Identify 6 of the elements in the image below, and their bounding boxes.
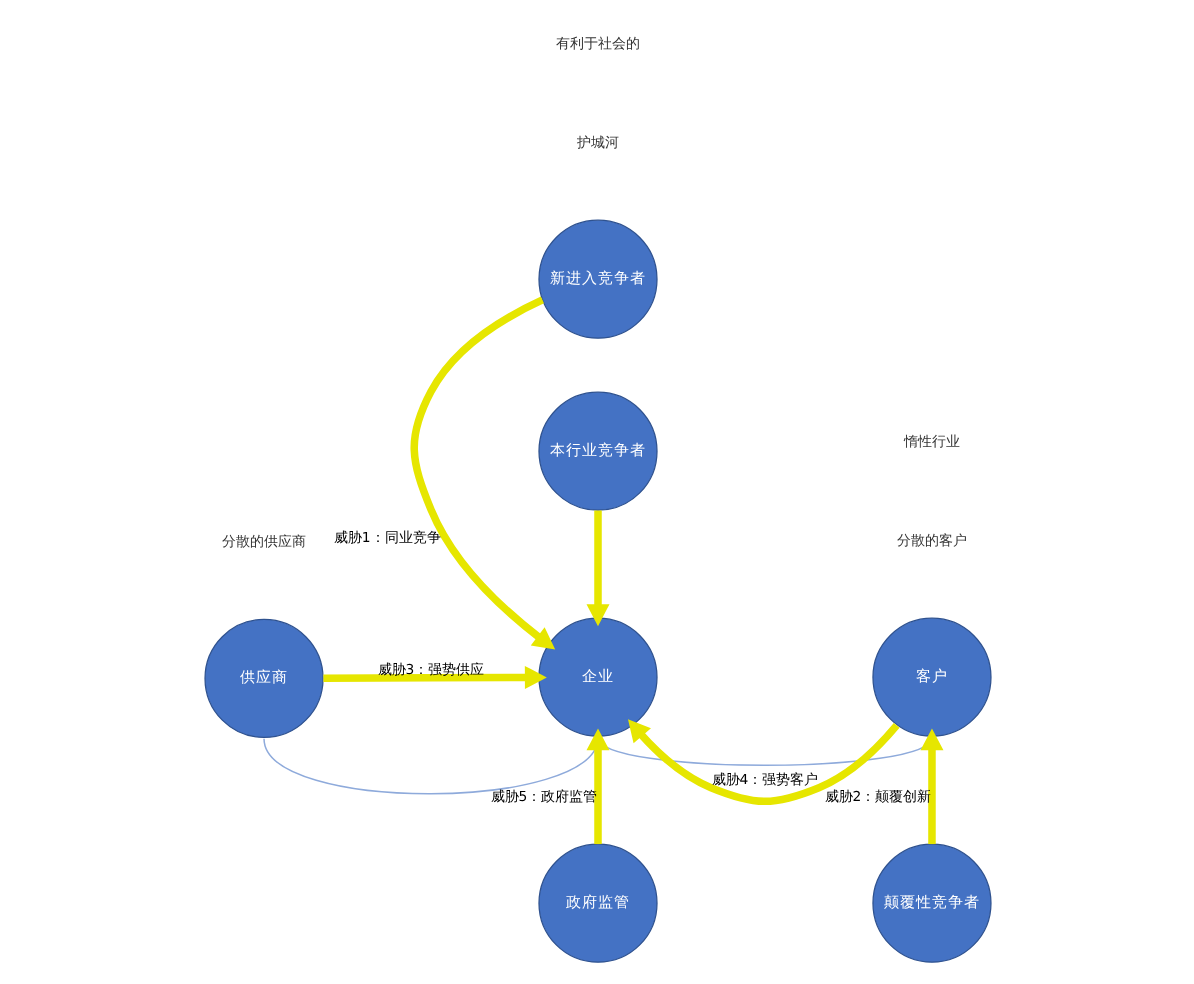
arrow — [919, 728, 943, 845]
connector — [262, 736, 598, 795]
arrow — [627, 719, 899, 806]
arrow — [409, 296, 555, 650]
arrow — [585, 510, 609, 627]
arrow — [585, 728, 609, 845]
